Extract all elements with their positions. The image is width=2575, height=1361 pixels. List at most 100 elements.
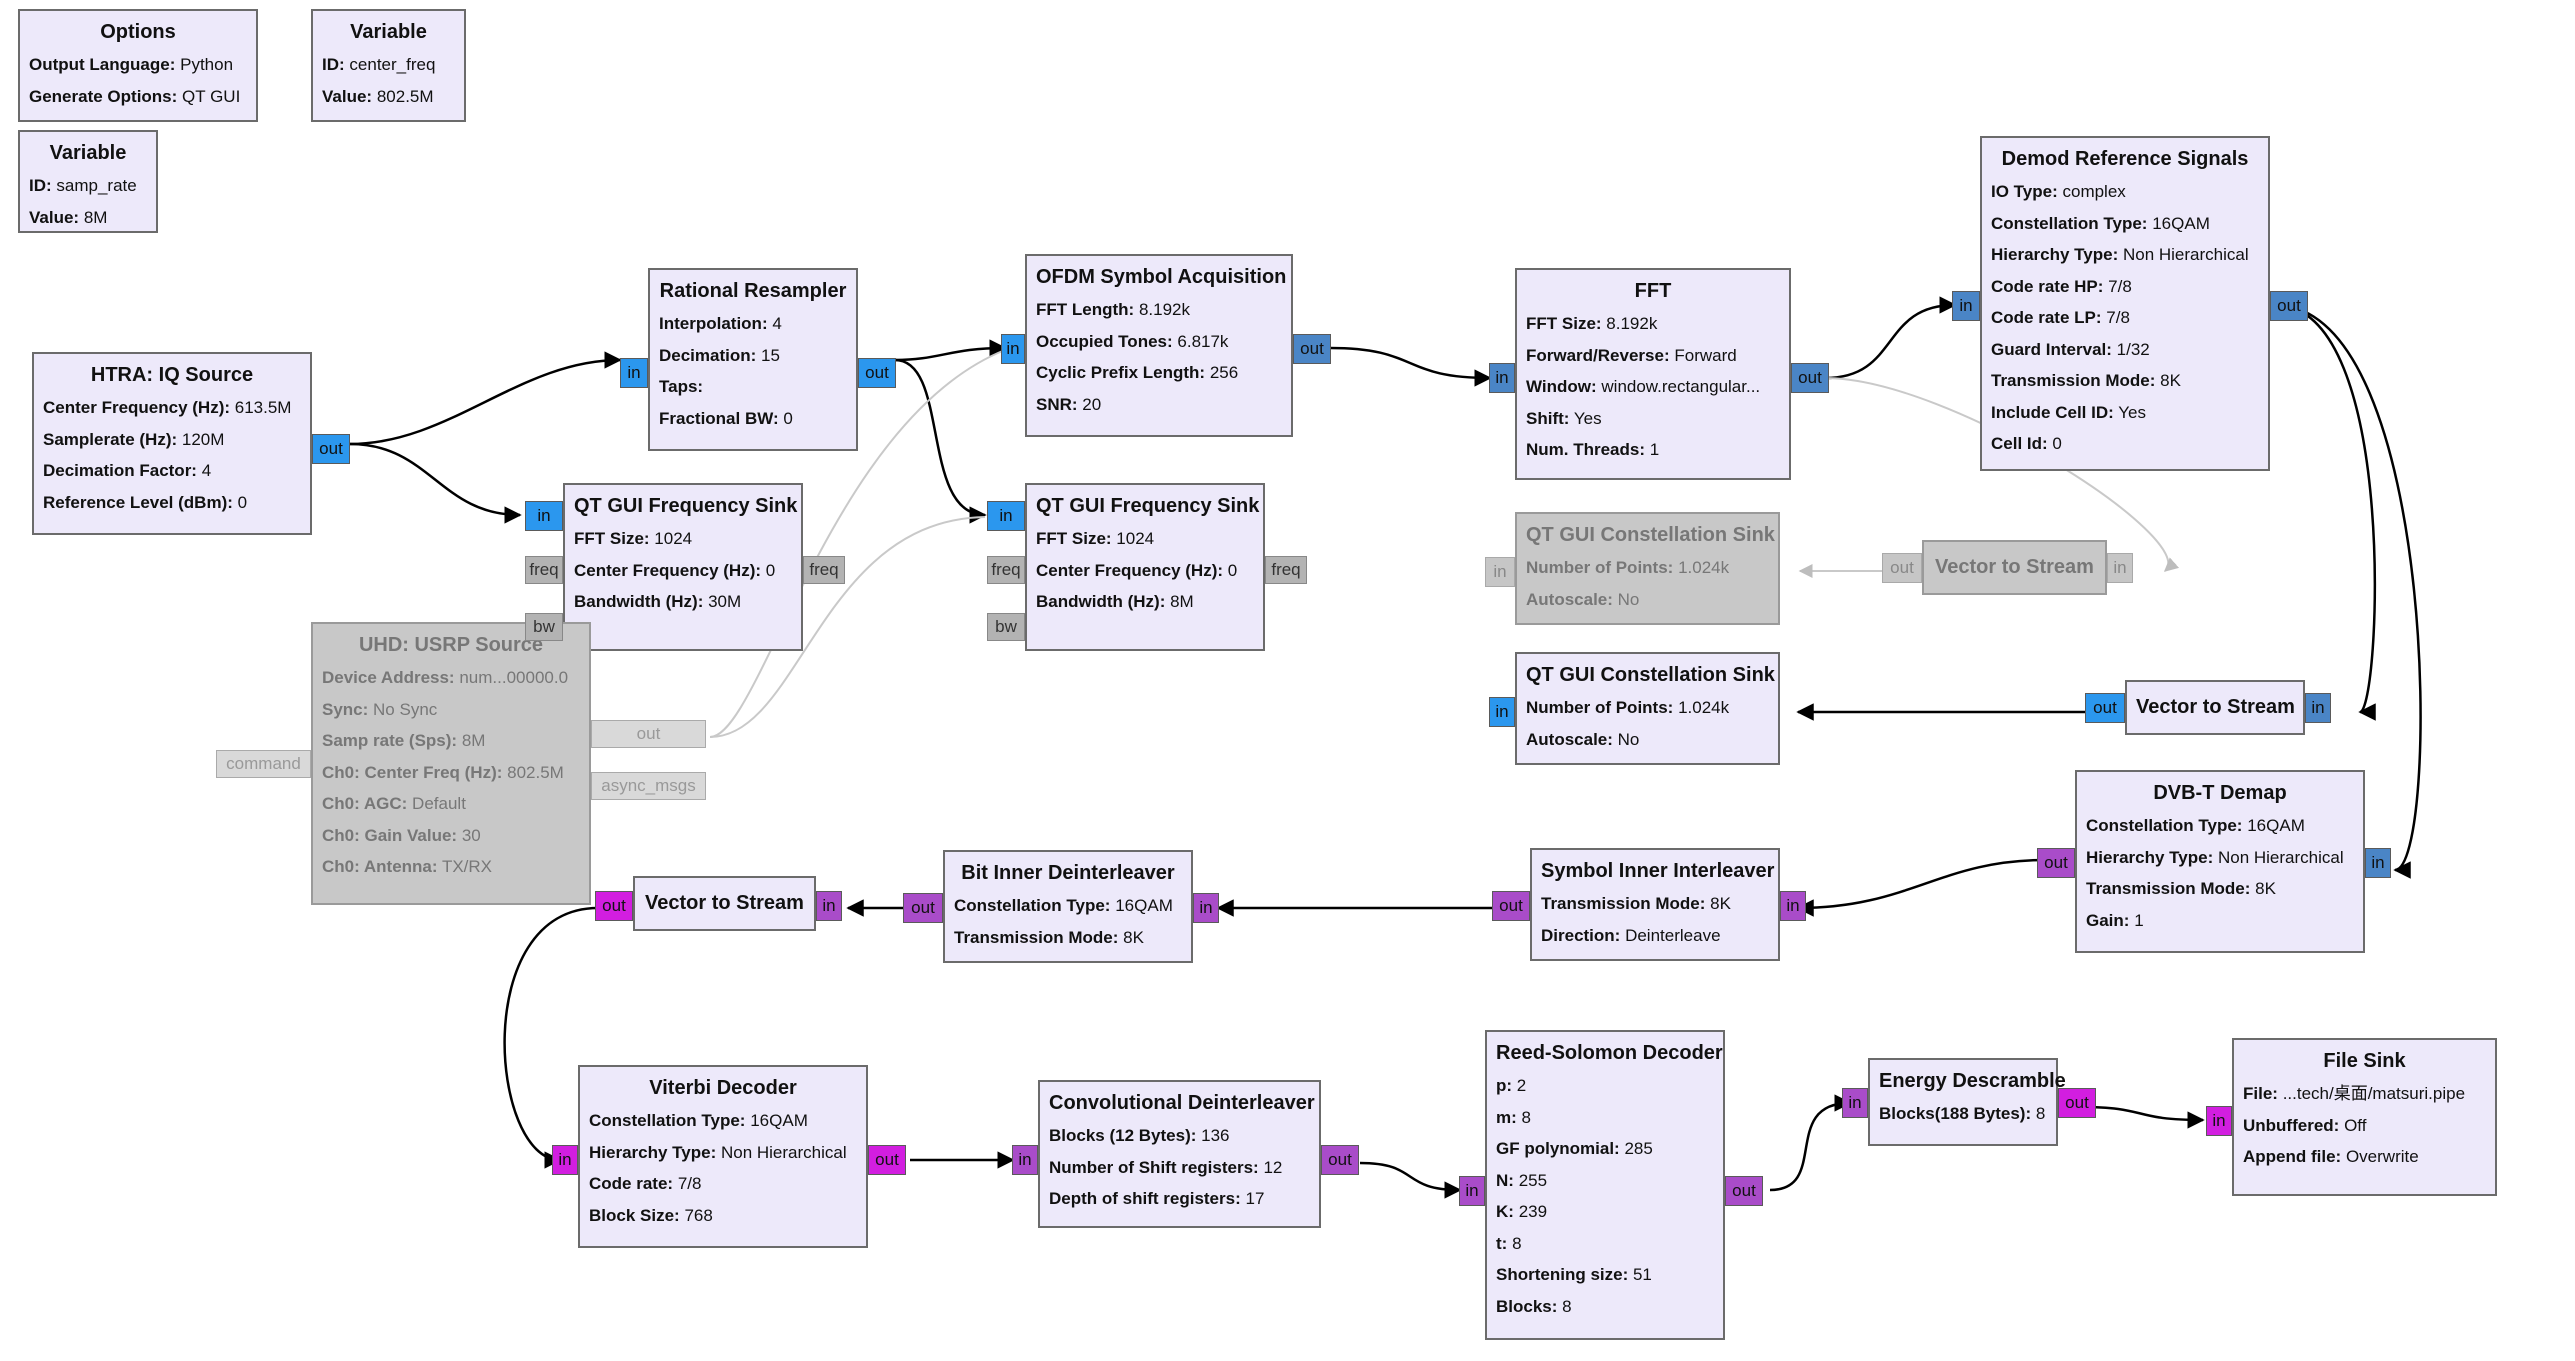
param-value: 1024: [654, 529, 693, 548]
param-key: Transmission Mode:: [2086, 879, 2251, 898]
port-in[interactable]: in: [2305, 693, 2331, 723]
port-in[interactable]: in: [620, 358, 648, 388]
port-out[interactable]: out: [312, 434, 350, 464]
block-v2s2[interactable]: Vector to Stream: [2125, 680, 2305, 735]
param-value: 8K: [1710, 894, 1731, 913]
port-out[interactable]: out: [2270, 291, 2308, 321]
param-key: Code rate LP:: [1991, 308, 2102, 327]
port-out[interactable]: out: [591, 720, 706, 748]
port-out[interactable]: out: [1492, 891, 1530, 921]
port-out[interactable]: out: [858, 358, 896, 388]
port-in[interactable]: in: [1489, 697, 1515, 727]
param-key: Center Frequency (Hz):: [574, 560, 762, 580]
param-value: Non Hierarchical: [2217, 847, 2344, 867]
param-value: 12: [1263, 1157, 1283, 1177]
block-v2s3[interactable]: Vector to Stream: [633, 876, 816, 931]
block-title: Reed-Solomon Decoder: [1496, 1042, 1723, 1064]
port-in[interactable]: in: [2107, 553, 2133, 583]
block-param: Transmission Mode: 8K: [1991, 365, 2259, 397]
port-out[interactable]: out: [2085, 693, 2125, 723]
port-freq[interactable]: freq: [987, 556, 1025, 584]
port-bw[interactable]: bw: [987, 613, 1025, 641]
port-command[interactable]: command: [216, 750, 311, 778]
port-freq[interactable]: freq: [1265, 556, 1307, 584]
wire-demodref-v2s2: [2274, 303, 2377, 721]
port-out[interactable]: out: [1293, 334, 1331, 364]
port-freq[interactable]: freq: [525, 556, 563, 584]
param-key: FFT Length:: [1036, 300, 1135, 319]
port-out[interactable]: out: [595, 891, 633, 921]
param-value: 768: [684, 1205, 713, 1225]
block-param: Autoscale: No: [1526, 584, 1769, 616]
param-key: t:: [1496, 1233, 1508, 1253]
port-in[interactable]: in: [2365, 848, 2391, 878]
port-in[interactable]: in: [525, 501, 563, 531]
port-in[interactable]: in: [1193, 893, 1219, 923]
port-bw[interactable]: bw: [525, 613, 563, 641]
param-value: 0: [765, 560, 776, 580]
block-title: Energy Descramble: [1879, 1070, 2066, 1092]
wire-dvbt-syminter: [1796, 858, 2046, 917]
param-value: 1.024k: [1678, 558, 1730, 577]
block-param: Ch0: Antenna: TX/RX: [322, 851, 580, 883]
port-in[interactable]: in: [1459, 1176, 1485, 1206]
port-in[interactable]: in: [1780, 891, 1806, 921]
port-in[interactable]: in: [987, 501, 1025, 531]
port-out[interactable]: out: [1882, 553, 1922, 583]
param-key: Autoscale:: [1526, 729, 1613, 749]
port-in[interactable]: in: [1952, 291, 1980, 321]
block-v2s1[interactable]: Vector to Stream: [1922, 540, 2107, 595]
block-param: Shift: Yes: [1526, 403, 1780, 435]
param-value: Non Hierarchical: [2122, 245, 2249, 264]
port-in[interactable]: in: [1012, 1145, 1038, 1175]
block-param: Window: window.rectangular...: [1526, 371, 1780, 403]
port-out[interactable]: out: [2058, 1088, 2096, 1118]
port-in[interactable]: in: [1485, 557, 1515, 587]
param-value: 8: [1512, 1233, 1522, 1253]
port-out[interactable]: out: [2037, 848, 2075, 878]
block-param: Code rate: 7/8: [589, 1168, 857, 1200]
port-out[interactable]: out: [1321, 1145, 1359, 1175]
port-out[interactable]: out: [903, 893, 943, 923]
block-param: Decimation Factor: 4: [43, 455, 301, 487]
port-in[interactable]: in: [1842, 1088, 1868, 1118]
port-out[interactable]: out: [1725, 1176, 1763, 1206]
block-param: Hierarchy Type: Non Hierarchical: [589, 1137, 857, 1169]
param-value: 4: [772, 314, 782, 333]
port-in[interactable]: in: [1489, 363, 1515, 393]
port-in[interactable]: in: [2206, 1106, 2232, 1136]
param-key: Ch0: AGC:: [322, 794, 408, 813]
param-key: Number of Shift registers:: [1049, 1157, 1259, 1177]
param-value: TX/RX: [441, 857, 493, 876]
port-in[interactable]: in: [552, 1145, 578, 1175]
port-async-msgs[interactable]: async_msgs: [591, 772, 706, 800]
port-in[interactable]: in: [1001, 334, 1025, 364]
port-freq[interactable]: freq: [803, 556, 845, 584]
port-in[interactable]: in: [816, 891, 842, 921]
port-out[interactable]: out: [868, 1145, 906, 1175]
param-key: Ch0: Antenna:: [322, 857, 438, 876]
param-key: Samplerate (Hz):: [43, 429, 178, 449]
port-out[interactable]: out: [1791, 363, 1829, 393]
